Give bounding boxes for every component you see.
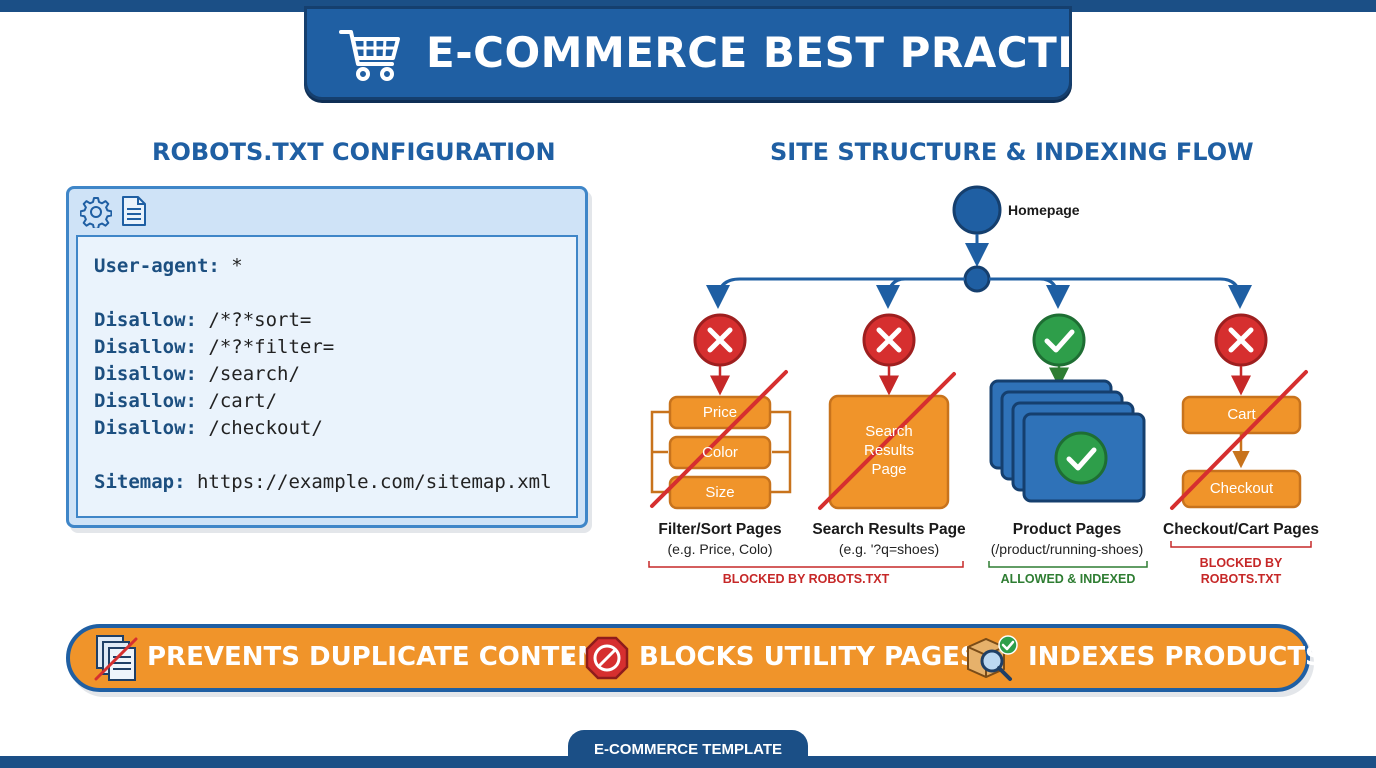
blocked-status-label-line1: BLOCKED BY bbox=[1199, 556, 1283, 570]
homepage-label: Homepage bbox=[1008, 202, 1080, 218]
blocked-status-label: BLOCKED BY ROBOTS.TXT bbox=[722, 572, 890, 586]
flow-heading: SITE STRUCTURE & INDEXING FLOW bbox=[770, 138, 1254, 166]
product-pages-title: Product Pages bbox=[1012, 521, 1122, 538]
blocked-bracket bbox=[648, 561, 964, 568]
title-banner bbox=[304, 6, 1072, 100]
cart-box-label: Cart bbox=[1227, 406, 1256, 423]
filter-sort-title: Filter/Sort Pages bbox=[658, 521, 782, 538]
check-mark-icon bbox=[1032, 313, 1086, 367]
hub-node bbox=[963, 265, 991, 293]
code-line: Disallow: /search/ bbox=[94, 363, 300, 385]
x-mark-icon bbox=[693, 313, 747, 367]
benefit-duplicate-content: PREVENTS DUPLICATE CONTENT bbox=[147, 642, 617, 672]
branch-search bbox=[876, 277, 965, 309]
code-line: Disallow: /cart/ bbox=[94, 390, 278, 412]
benefits-bar bbox=[66, 624, 1310, 692]
blocked-strike-line bbox=[650, 370, 788, 508]
branch-product bbox=[989, 277, 1070, 309]
code-line: Disallow: /*?*filter= bbox=[94, 336, 335, 358]
shopping-cart-icon bbox=[339, 30, 400, 81]
product-pages-subtitle: (/product/running-shoes) bbox=[990, 541, 1144, 557]
document-icon bbox=[122, 196, 146, 226]
allowed-status-label: ALLOWED & INDEXED bbox=[1000, 572, 1136, 586]
filter-loop-right bbox=[770, 410, 792, 494]
search-results-box-label: Search Results Page bbox=[863, 423, 915, 478]
blocked-bracket bbox=[1170, 541, 1312, 548]
benefit-separator: • bbox=[564, 646, 572, 671]
filter-sort-subtitle: (e.g. Price, Colo) bbox=[667, 541, 773, 557]
stop-sign-icon bbox=[585, 636, 629, 680]
benefit-utility-pages: BLOCKS UTILITY PAGES bbox=[639, 642, 979, 672]
robots-heading: ROBOTS.TXT CONFIGURATION bbox=[152, 138, 556, 166]
x-mark-icon bbox=[862, 313, 916, 367]
blocked-status-label-line2: ROBOTS.TXT bbox=[1200, 572, 1282, 586]
homepage-node bbox=[952, 185, 1002, 235]
code-line: User-agent: * bbox=[94, 255, 243, 277]
checkout-box-label: Checkout bbox=[1209, 480, 1274, 497]
price-box bbox=[668, 395, 772, 430]
checkout-cart-title: Checkout/Cart Pages bbox=[1163, 521, 1319, 538]
color-box-label: Color bbox=[702, 444, 738, 461]
code-line: Sitemap: https://example.com/sitemap.xml bbox=[94, 471, 552, 493]
branch-checkout bbox=[989, 277, 1252, 309]
search-results-title: Search Results Page bbox=[812, 521, 966, 538]
gear-icon bbox=[80, 197, 112, 228]
code-line: Disallow: /*?*sort= bbox=[94, 309, 312, 331]
filter-loop-left bbox=[650, 410, 670, 494]
site-structure-diagram bbox=[648, 185, 1312, 568]
benefit-separator: • bbox=[944, 646, 952, 671]
footer-tab bbox=[568, 730, 808, 768]
x-mark-icon bbox=[1214, 313, 1268, 367]
allowed-bracket bbox=[988, 561, 1148, 568]
check-mark-icon bbox=[1054, 431, 1108, 485]
branch-filter bbox=[706, 277, 965, 309]
robots-code-box bbox=[76, 235, 578, 518]
size-box-label: Size bbox=[705, 484, 735, 501]
checkout-box bbox=[1181, 469, 1302, 509]
size-box bbox=[668, 475, 772, 510]
benefit-indexes-products: INDEXES PRODUCTS bbox=[1028, 642, 1324, 672]
search-results-subtitle: (e.g. '?q=shoes) bbox=[838, 541, 940, 557]
code-line: Disallow: /checkout/ bbox=[94, 417, 323, 439]
duplicate-pages-icon bbox=[94, 635, 138, 681]
blocked-strike-line bbox=[818, 372, 956, 510]
search-results-box bbox=[828, 394, 950, 510]
page-title: E-COMMERCE BEST PRACTICE bbox=[426, 28, 1134, 77]
footer-label: E-COMMERCE TEMPLATE bbox=[593, 741, 783, 758]
blocked-strike-line bbox=[1170, 370, 1308, 510]
price-box-label: Price bbox=[702, 404, 738, 421]
product-search-icon bbox=[967, 635, 1018, 681]
